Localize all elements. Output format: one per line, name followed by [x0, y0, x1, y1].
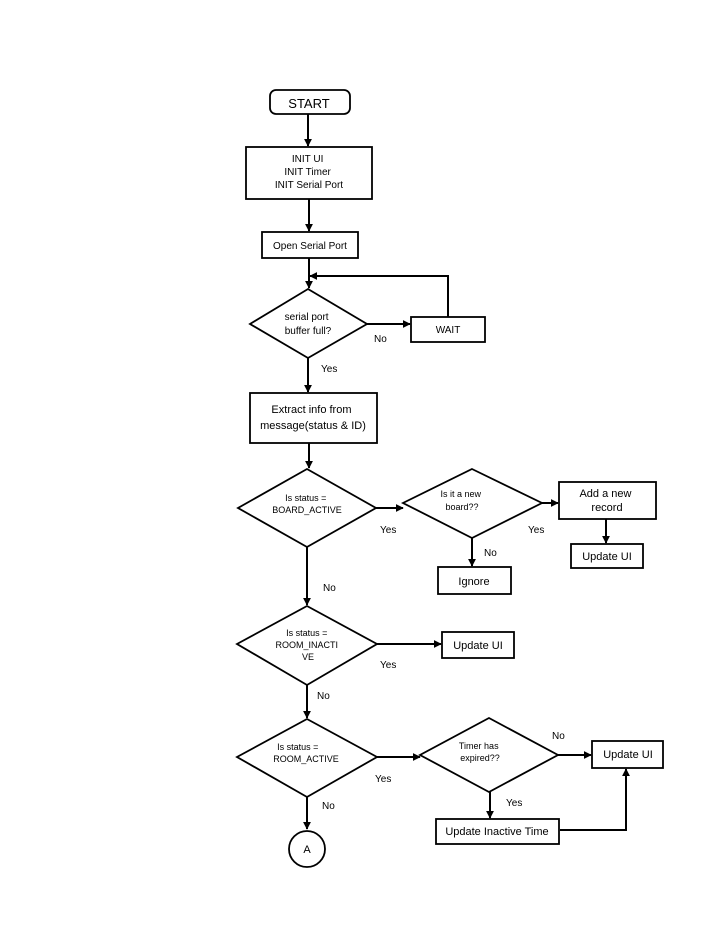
init-label: INIT UI INIT Timer INIT Serial Port — [275, 154, 343, 191]
connectors — [303, 114, 630, 831]
connector-a-label: A — [303, 844, 311, 856]
room-inactive-label: Is status = ROOM_INACTI VE — [275, 628, 340, 662]
update-inactive-time-box: Update Inactive Time — [435, 818, 560, 845]
room-active-decision: Is status = ROOM_ACTIVE — [235, 717, 379, 799]
open-serial-port-box: Open Serial Port — [261, 231, 359, 259]
update-inactive-time-label: Update Inactive Time — [445, 826, 548, 838]
wait-label: WAIT — [436, 325, 461, 336]
room-active-label: Is status = ROOM_ACTIVE — [273, 742, 339, 764]
label-new-board-no: No — [484, 548, 497, 559]
add-record-box: Add a new record — [558, 481, 657, 520]
add-record-label: Add a new record — [579, 488, 634, 514]
open-serial-port-label: Open Serial Port — [273, 241, 347, 252]
buffer-full-decision: serial port buffer full? — [248, 287, 369, 360]
label-room-inactive-yes: Yes — [380, 660, 396, 671]
extract-info-box: Extract info from message(status & ID) — [249, 392, 378, 444]
buffer-full-label: serial port buffer full? — [285, 312, 332, 337]
ignore-box: Ignore — [437, 566, 512, 595]
update-ui-label-2: Update UI — [453, 640, 503, 652]
label-timer-no: No — [552, 731, 565, 742]
update-ui-box-1: Update UI — [570, 543, 644, 569]
new-board-decision: Is it a new board?? — [400, 467, 545, 540]
board-active-label: Is status = BOARD_ACTIVE — [272, 493, 342, 515]
room-inactive-decision: Is status = ROOM_INACTI VE — [235, 604, 379, 687]
label-buffer-yes: Yes — [321, 364, 337, 375]
update-ui-box-3: Update UI — [591, 740, 664, 769]
update-ui-box-2: Update UI — [441, 631, 515, 659]
label-room-active-yes: Yes — [375, 774, 391, 785]
extract-info-label: Extract info from message(status & ID) — [260, 404, 366, 432]
update-ui-label-3: Update UI — [603, 749, 653, 761]
edge-wait-loop — [309, 272, 449, 317]
label-board-active-yes: Yes — [380, 525, 396, 536]
timer-expired-label: Timer has expired?? — [459, 741, 501, 763]
label-room-active-no: No — [322, 801, 335, 812]
start-node: START — [269, 89, 351, 115]
init-box: INIT UI INIT Timer INIT Serial Port — [245, 146, 373, 200]
new-board-label: Is it a new board?? — [440, 489, 483, 512]
label-buffer-no: No — [374, 334, 387, 345]
connector-a: A — [288, 830, 326, 868]
wait-box: WAIT — [410, 316, 486, 343]
ignore-label: Ignore — [458, 576, 489, 588]
edge-labels: No Yes Yes Yes No No Yes No No Yes Yes N… — [317, 334, 565, 812]
edge-update-inactive-update-ui — [560, 768, 630, 831]
label-new-board-yes: Yes — [528, 525, 544, 536]
label-timer-yes: Yes — [506, 798, 522, 809]
start-label: START — [288, 96, 329, 111]
label-board-active-no: No — [323, 583, 336, 594]
board-active-decision: Is status = BOARD_ACTIVE — [236, 467, 378, 549]
timer-expired-decision: Timer has expired?? — [418, 716, 560, 794]
label-room-inactive-no: No — [317, 691, 330, 702]
update-ui-label-1: Update UI — [582, 551, 632, 563]
